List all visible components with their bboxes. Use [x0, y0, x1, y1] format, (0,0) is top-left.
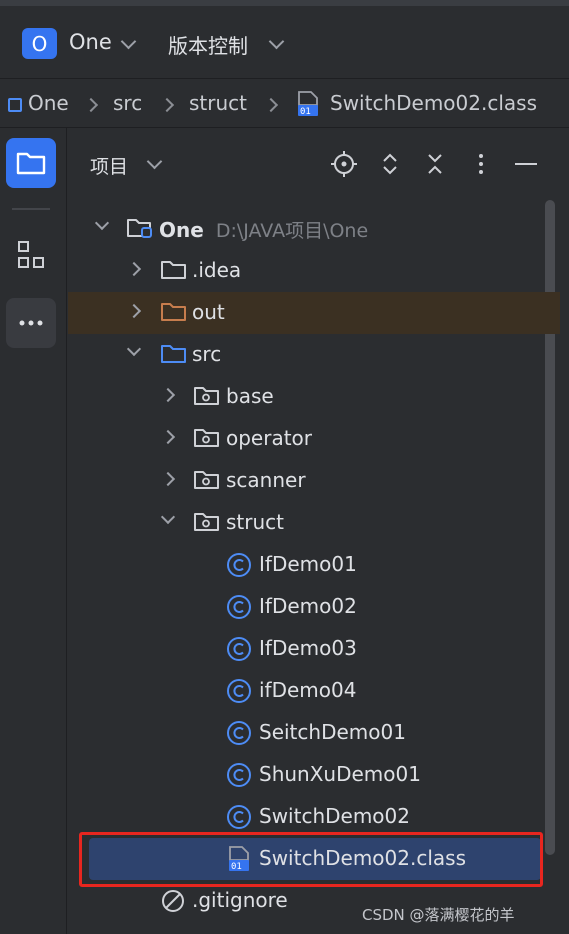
breadcrumb: One src struct 01 SwitchDemo02.class — [0, 78, 569, 128]
project-name[interactable]: One — [69, 30, 112, 54]
tree-row-selected-class-file[interactable]: 01 SwitchDemo02.class — [89, 838, 541, 880]
class-file-icon: 01 — [298, 91, 318, 117]
module-folder-icon — [127, 219, 152, 238]
tree-label-src: src — [192, 342, 222, 366]
ignored-file-icon — [162, 890, 184, 912]
tree-label-class: ifDemo04 — [259, 678, 357, 702]
collapse-arrow-icon[interactable] — [160, 387, 176, 403]
vcs-chevron-down-icon[interactable] — [268, 33, 285, 50]
java-class-icon — [227, 553, 251, 577]
tree-row-struct[interactable]: struct — [68, 502, 560, 544]
root-name: One — [159, 218, 204, 242]
tree-label-class-file: SwitchDemo02.class — [259, 846, 467, 870]
breadcrumb-item-src[interactable]: src — [113, 91, 143, 115]
window-top-strip — [0, 0, 569, 6]
structure-icon — [18, 241, 44, 268]
java-class-icon — [227, 721, 251, 745]
excluded-folder-icon — [161, 303, 186, 321]
tool-window-strip — [0, 128, 67, 934]
tree-row-root[interactable]: One D:\JAVA项目\One — [68, 208, 560, 250]
tree-label-scanner: scanner — [226, 468, 306, 492]
tree-row-src[interactable]: src — [68, 334, 560, 376]
vcs-menu[interactable]: 版本控制 — [168, 34, 248, 58]
expand-all-icon[interactable] — [376, 150, 404, 178]
panel-title-chevron-down-icon[interactable] — [146, 153, 163, 170]
tree-row-class[interactable]: SwitchDemo02 — [68, 796, 560, 838]
breadcrumb-separator-icon — [159, 97, 175, 113]
tree-label-out: out — [192, 300, 225, 324]
tree-row-idea[interactable]: .idea — [68, 250, 560, 292]
tree-row-class[interactable]: IfDemo02 — [68, 586, 560, 628]
tree-label-class: SwitchDemo02 — [259, 804, 410, 828]
svg-text:01: 01 — [300, 107, 311, 117]
breadcrumb-separator-icon — [83, 97, 99, 113]
root-path: D:\JAVA项目\One — [215, 220, 369, 242]
more-icon — [19, 320, 43, 326]
folder-icon — [16, 152, 46, 175]
java-class-icon — [227, 805, 251, 829]
tree-label-idea: .idea — [192, 258, 242, 282]
package-icon — [194, 513, 219, 531]
hide-panel-icon[interactable] — [512, 150, 540, 178]
project-panel: 项目 — [67, 128, 569, 934]
tree-row-class[interactable]: IfDemo01 — [68, 544, 560, 586]
breadcrumb-item-project[interactable]: One — [28, 91, 69, 115]
panel-title[interactable]: 项目 — [90, 156, 129, 178]
expand-arrow-icon[interactable] — [160, 509, 176, 525]
tree-label-class: SeitchDemo01 — [259, 720, 406, 744]
java-class-icon — [227, 595, 251, 619]
collapse-arrow-icon[interactable] — [160, 471, 176, 487]
module-icon — [8, 98, 22, 112]
title-bar: O One 版本控制 — [0, 6, 569, 78]
tree-row-class[interactable]: SeitchDemo01 — [68, 712, 560, 754]
highlight-annotation-box — [79, 832, 543, 887]
package-icon — [194, 429, 219, 447]
java-class-icon — [227, 763, 251, 787]
tree-row-gitignore[interactable]: .gitignore — [68, 880, 560, 922]
tree-label-class: IfDemo02 — [259, 594, 357, 618]
tree-row-class[interactable]: IfDemo03 — [68, 628, 560, 670]
tree-row-operator[interactable]: operator — [68, 418, 560, 460]
expand-arrow-icon[interactable] — [126, 341, 142, 357]
tree-row-out[interactable]: out — [68, 292, 560, 334]
tree-scrollbar[interactable] — [545, 200, 555, 855]
collapse-arrow-icon[interactable] — [126, 261, 142, 277]
folder-icon — [161, 261, 186, 279]
collapse-arrow-icon[interactable] — [126, 303, 142, 319]
project-badge[interactable]: O — [22, 28, 57, 59]
package-icon — [194, 387, 219, 405]
tree-label-class: IfDemo03 — [259, 636, 357, 660]
tree-label-class: IfDemo01 — [259, 552, 357, 576]
source-folder-icon — [161, 345, 186, 363]
options-icon[interactable] — [467, 150, 495, 178]
project-tool-button[interactable] — [6, 138, 56, 188]
tool-separator — [12, 208, 50, 210]
svg-text:01: 01 — [231, 862, 242, 872]
breadcrumb-item-file[interactable]: SwitchDemo02.class — [330, 91, 538, 115]
collapse-arrow-icon[interactable] — [160, 429, 176, 445]
breadcrumb-item-struct[interactable]: struct — [189, 91, 247, 115]
watermark: CSDN @落满樱花的羊 — [362, 906, 515, 924]
class-file-icon: 01 — [229, 846, 249, 872]
collapse-all-icon[interactable] — [421, 150, 449, 178]
tree-label-base: base — [226, 384, 274, 408]
tree-row-class[interactable]: ifDemo04 — [68, 670, 560, 712]
package-icon — [194, 471, 219, 489]
structure-tool-button[interactable] — [6, 230, 56, 280]
java-class-icon — [227, 679, 251, 703]
tree-label-operator: operator — [226, 426, 313, 450]
tree-label-struct: struct — [226, 510, 284, 534]
expand-arrow-icon[interactable] — [94, 215, 110, 231]
tree-row-class[interactable]: ShunXuDemo01 — [68, 754, 560, 796]
tree-row-scanner[interactable]: scanner — [68, 460, 560, 502]
breadcrumb-separator-icon — [263, 97, 279, 113]
project-chevron-down-icon[interactable] — [120, 33, 137, 50]
more-tools-button[interactable] — [6, 298, 56, 348]
tree-label-gitignore: .gitignore — [192, 888, 288, 912]
tree-label-root: One D:\JAVA项目\One — [159, 216, 368, 243]
locate-icon[interactable] — [330, 150, 358, 178]
tree-row-base[interactable]: base — [68, 376, 560, 418]
java-class-icon — [227, 637, 251, 661]
tree-label-class: ShunXuDemo01 — [259, 762, 421, 786]
